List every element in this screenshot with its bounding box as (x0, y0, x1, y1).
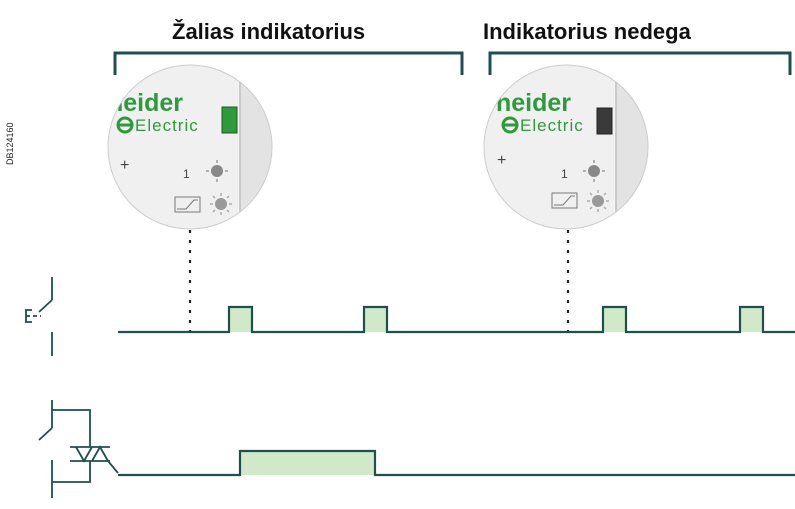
device-zoom-off: neider Electric + 1 (483, 64, 649, 230)
input-pulse-2 (364, 307, 387, 332)
green-indicator-led (221, 106, 238, 134)
pushbutton-symbol (25, 277, 53, 356)
device-zoom-green: neider Electric + 1 (107, 64, 273, 230)
output-signal (118, 449, 795, 477)
input-pulse-1 (229, 307, 252, 332)
brand-logo-mark (116, 116, 134, 134)
off-indicator-led (596, 107, 613, 135)
panel-title-green-indicator: Žalias indikatorius (172, 19, 365, 44)
triac-output-symbol (38, 400, 119, 498)
brand-logo-subtext: Electric (520, 116, 584, 135)
ramp-icon (551, 192, 578, 209)
document-id: DB124160 (5, 122, 15, 165)
panel-bracket-off (488, 51, 792, 75)
brand-logo-text: neider (496, 89, 571, 117)
channel-number: 1 (561, 167, 568, 181)
brand-logo-subtext: Electric (135, 116, 199, 135)
plus-mark: + (120, 157, 129, 174)
sun-icon (587, 190, 609, 212)
panel-bracket-green (113, 51, 464, 75)
input-pulse-4 (740, 307, 763, 332)
panel-title-indicator-off: Indikatorius nedega (483, 19, 692, 44)
brightness-icon (206, 160, 228, 182)
sun-icon (210, 193, 232, 215)
brightness-icon (583, 160, 605, 182)
input-pulse-signal (118, 305, 795, 334)
ramp-icon (174, 196, 201, 213)
brand-logo-text: neider (108, 89, 183, 117)
plus-mark: + (497, 152, 506, 169)
brand-logo-mark (501, 116, 519, 134)
output-on-period (240, 451, 375, 475)
channel-number: 1 (183, 167, 190, 181)
input-pulse-3 (603, 307, 626, 332)
